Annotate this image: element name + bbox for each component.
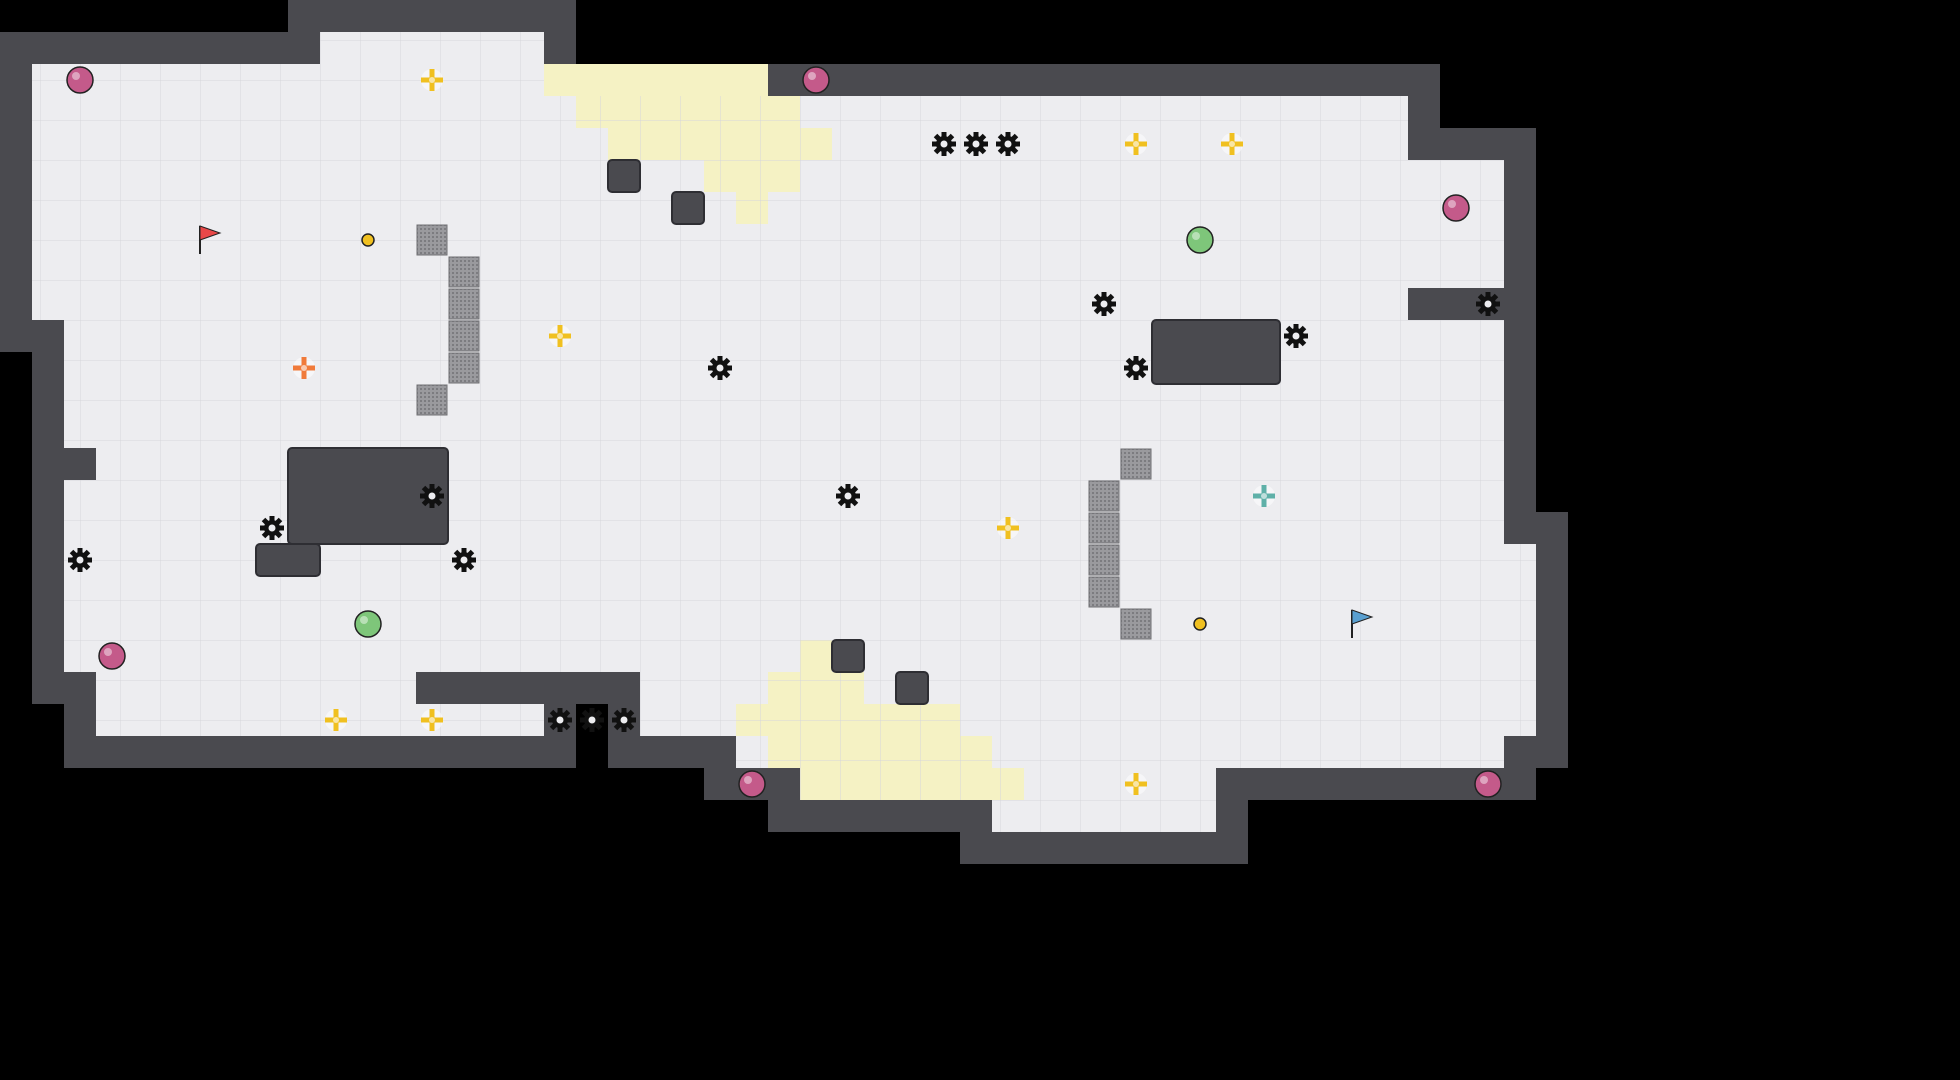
wall-island xyxy=(607,159,641,193)
metal-block xyxy=(1088,480,1120,512)
teal-plus-icon xyxy=(1253,485,1275,507)
metal-block xyxy=(1120,608,1152,640)
metal-block xyxy=(448,352,480,384)
gear-icon xyxy=(452,548,476,572)
wall-island xyxy=(895,671,929,705)
gear-icon xyxy=(68,548,92,572)
metal-block xyxy=(416,224,448,256)
gold-plus-icon xyxy=(421,69,443,91)
gear-icon xyxy=(1124,356,1148,380)
gear-icon xyxy=(260,516,284,540)
gear-icon xyxy=(612,708,636,732)
wall-island xyxy=(255,543,321,577)
gold-plus-icon xyxy=(421,709,443,731)
pink-orb-icon xyxy=(1474,770,1502,798)
metal-block xyxy=(416,384,448,416)
gear-icon xyxy=(964,132,988,156)
gear-icon xyxy=(1092,292,1116,316)
gold-plus-icon xyxy=(549,325,571,347)
metal-block xyxy=(448,320,480,352)
items xyxy=(66,66,1502,798)
metal-blocks xyxy=(416,224,1152,640)
wall-island xyxy=(1151,319,1281,385)
gear-icon xyxy=(836,484,860,508)
metal-block xyxy=(448,256,480,288)
wall-islands xyxy=(255,159,1281,705)
coin-icon xyxy=(361,233,375,247)
metal-block xyxy=(1088,544,1120,576)
gear-icon xyxy=(708,356,732,380)
metal-block xyxy=(448,288,480,320)
gear-icon xyxy=(420,484,444,508)
gear-icon xyxy=(932,132,956,156)
green-orb-icon xyxy=(354,610,382,638)
wall-island xyxy=(671,191,705,225)
blue-flag-icon xyxy=(1351,609,1374,638)
gold-plus-icon xyxy=(1221,133,1243,155)
pink-orb-icon xyxy=(98,642,126,670)
gold-plus-icon xyxy=(1125,133,1147,155)
gold-plus-icon xyxy=(1125,773,1147,795)
green-orb-icon xyxy=(1186,226,1214,254)
gold-plus-icon xyxy=(997,517,1019,539)
gear-icon xyxy=(996,132,1020,156)
metal-block xyxy=(1088,512,1120,544)
pink-orb-icon xyxy=(738,770,766,798)
red-flag-icon xyxy=(199,225,222,254)
gear-icon xyxy=(1284,324,1308,348)
wall-island xyxy=(831,639,865,673)
gear-icon xyxy=(548,708,572,732)
pink-orb-icon xyxy=(802,66,830,94)
metal-block xyxy=(1088,576,1120,608)
gold-plus-icon xyxy=(325,709,347,731)
coin-icon xyxy=(1193,617,1207,631)
pink-orb-icon xyxy=(1442,194,1470,222)
orange-plus-icon xyxy=(293,357,315,379)
gear-icon xyxy=(580,708,604,732)
pink-orb-icon xyxy=(66,66,94,94)
gear-icon xyxy=(1476,292,1500,316)
metal-block xyxy=(1120,448,1152,480)
wall-island xyxy=(287,447,449,545)
